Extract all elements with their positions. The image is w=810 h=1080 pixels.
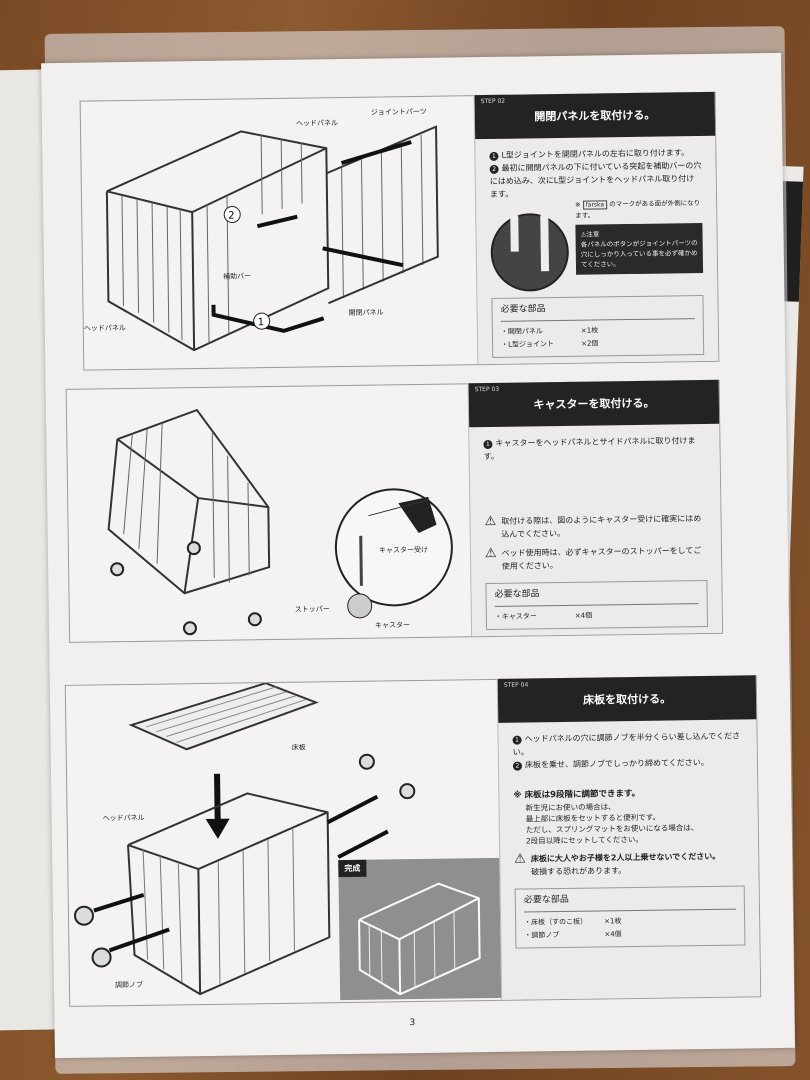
label-floor-board: 床板: [291, 743, 306, 752]
required-parts: 必要な部品 ・キャスター ×4個: [485, 579, 709, 631]
label-caster-holder: キャスター受け: [378, 545, 428, 555]
crib-caster-drawing: [107, 408, 453, 636]
warning-text: ベッド使用時は、必ずキャスターのストッパーをしてご使用ください。: [501, 546, 702, 571]
warning-icon: ⚠: [484, 513, 497, 530]
step-number: STEP 03: [474, 385, 500, 394]
part-qty: ×1枚: [604, 917, 622, 926]
note-prefix: ※: [575, 200, 581, 209]
joint-detail-image: [490, 212, 570, 292]
page-number: 3: [409, 1018, 416, 1029]
instruction: 床板を乗せ、調節ノブでしっかり締めてください。: [524, 757, 709, 770]
part-name: ・床板（すのこ板）: [524, 917, 588, 927]
step-02-illustration: 2 1 ヘッドパネル ジョイントパーツ 補助バー ヘッドパネル 開閉パネル: [81, 96, 465, 369]
parts-title: 必要な部品: [500, 301, 695, 322]
warning: ⚠床板に大人やお子様を2人以上乗せないでください。破損する恐れがあります。: [514, 849, 744, 878]
warning-icon: ⚠: [484, 545, 497, 562]
part-name: ・キャスター: [494, 612, 537, 621]
instruction: キャスターをヘッドパネルとサイドパネルに取り付けます。: [483, 436, 696, 462]
step-title: キャスターを取付ける。: [533, 396, 655, 412]
instruction: ヘッドパネルの穴に調節ノブを半分くらい差し込んでください。: [512, 731, 741, 757]
number-badge: 1: [489, 151, 499, 161]
step-number: STEP 02: [480, 97, 506, 106]
warning-text: 取付ける際は、図のようにキャスター受けに確実にはめ込んでください。: [501, 514, 702, 539]
label-open-panel: 開閉パネル: [348, 308, 384, 317]
step-04-illustration: 床板 ヘッドパネル 調節ノブ 完成: [66, 680, 503, 1006]
instruction: L型ジョイントを開閉パネルの左右に取り付けます。: [501, 148, 690, 160]
warning: ⚠取付ける際は、図のようにキャスター受けに確実にはめ込んでください。: [484, 512, 706, 541]
part-name: ・L型ジョイント: [501, 340, 555, 349]
warning-icon: ⚠: [514, 851, 527, 867]
complete-tag: 完成: [338, 859, 367, 878]
label-caster: キャスター: [374, 621, 411, 630]
part-qty: ×2個: [581, 339, 599, 348]
callout-2: 2: [228, 211, 235, 222]
manual-page: 2 1 ヘッドパネル ジョイントパーツ 補助バー ヘッドパネル 開閉パネル ST…: [41, 52, 795, 1059]
warning-bold: 床板に大人やお子様を2人以上乗せないでください。: [530, 851, 721, 864]
callout-1: 1: [258, 317, 265, 328]
number-badge: 2: [512, 761, 523, 771]
crib-frame-drawing: 2 1: [105, 125, 439, 352]
step-title: 床板を取付ける。: [582, 692, 672, 707]
number-badge: 2: [489, 164, 499, 174]
warning: ⚠ベッド使用時は、必ずキャスターのストッパーをしてご使用ください。: [485, 544, 707, 573]
step-title: 開閉パネルを取付ける。: [534, 108, 656, 124]
complete-crib-drawing: [358, 882, 481, 996]
required-parts: 必要な部品 ・開閉パネル ×1枚 ・L型ジョイント ×2個: [491, 294, 705, 358]
part-qty: ×4個: [574, 611, 593, 620]
label-aux-bar: 補助バー: [223, 272, 252, 281]
caution-text: 各パネルのボタンがジョイントパーツの穴にしっかり入っている事を必ず確かめてくださ…: [580, 239, 698, 269]
label-joint-parts: ジョイントパーツ: [370, 107, 427, 117]
parts-title: 必要な部品: [494, 586, 699, 607]
label-head-panel: ヘッドパネル: [102, 813, 145, 823]
part-qty: ×4個: [604, 930, 622, 939]
step-number: STEP 04: [503, 681, 529, 689]
step-03-illustration: キャスター受け ストッパー キャスター: [67, 384, 470, 642]
parts-title: 必要な部品: [523, 891, 736, 913]
warning-text: 破損する恐れがあります。: [531, 866, 627, 877]
caution-box: ⚠注意 各パネルのボタンがジョイントパーツの穴にしっかり入っている事を必ず確かめ…: [575, 222, 704, 275]
step-03: キャスター受け ストッパー キャスター STEP 03 キャスターを取付ける。 1…: [65, 379, 724, 643]
instruction: 最初に開閉パネルの下に付いている突起を補助バーの穴にはめ込み、次にL型ジョイント…: [489, 161, 702, 199]
label-stopper: ストッパー: [294, 605, 330, 614]
number-badge: 1: [512, 735, 522, 745]
label-head-panel-left: ヘッドパネル: [83, 324, 126, 333]
part-qty: ×1枚: [580, 326, 599, 335]
part-name: ・開閉パネル: [500, 327, 543, 336]
part-name: ・調節ノブ: [524, 931, 560, 940]
crib-floor-drawing: [73, 682, 416, 996]
number-badge: 1: [483, 439, 493, 450]
step-02: 2 1 ヘッドパネル ジョイントパーツ 補助バー ヘッドパネル 開閉パネル ST…: [79, 91, 720, 371]
adjust-detail: 2段目以降にセットしてください。: [525, 834, 643, 846]
floor-board-shape: [128, 682, 319, 751]
complete-image: 完成: [338, 857, 503, 1001]
label-head-panel-top: ヘッドパネル: [295, 119, 339, 128]
required-parts: 必要な部品 ・床板（すのこ板） ×1枚 ・調節ノブ ×4個: [514, 885, 746, 949]
brand-mark: farska: [582, 200, 608, 210]
label-adjust-knob: 調節ノブ: [114, 980, 144, 990]
